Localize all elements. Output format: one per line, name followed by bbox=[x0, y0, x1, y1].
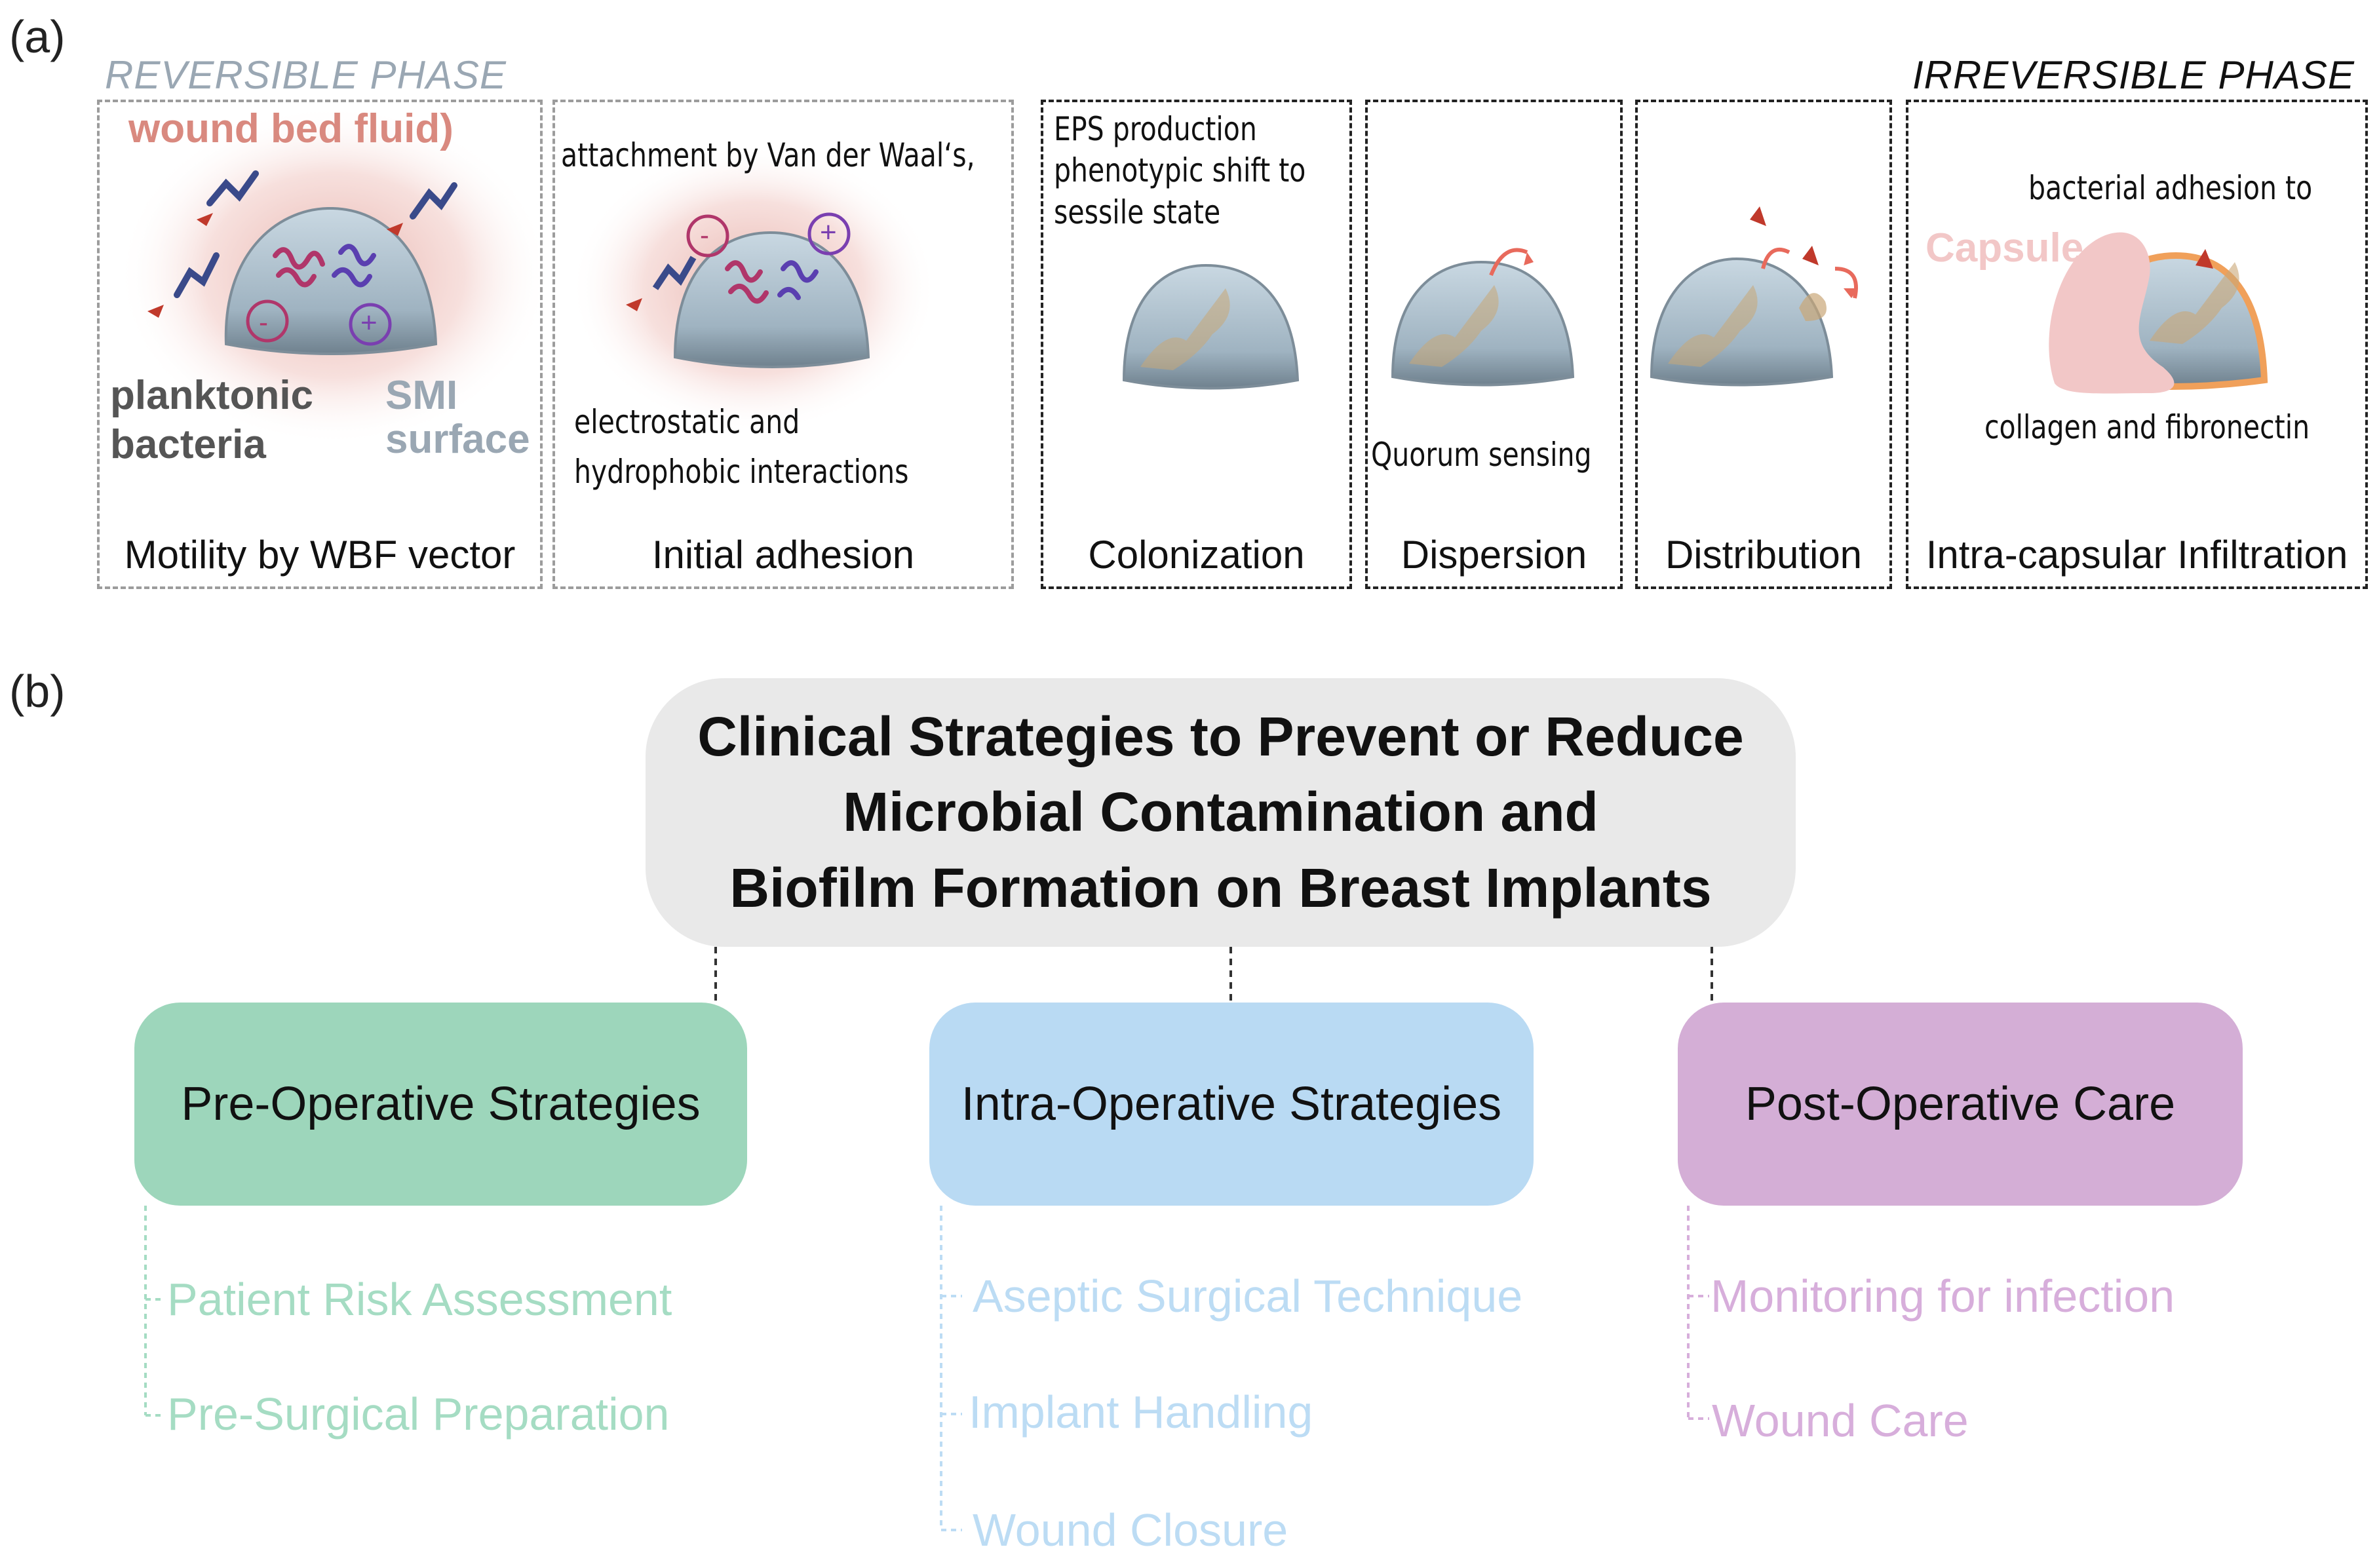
pre-item-2: Pre-Surgical Preparation bbox=[167, 1388, 670, 1440]
post-item-2: Wound Care bbox=[1712, 1395, 1969, 1446]
charge-plus-2 bbox=[807, 212, 851, 256]
capsule-shape bbox=[2049, 232, 2175, 394]
bacteria-cluster-1 bbox=[273, 244, 376, 288]
post-item-1: Monitoring for infection bbox=[1711, 1271, 2175, 1322]
quorum-label: Quorum sensing bbox=[1371, 436, 1592, 474]
stage-title: Dispersion bbox=[1401, 533, 1587, 577]
pre-operative-label: Pre-Operative Strategies bbox=[181, 1078, 701, 1130]
plus-sign: + bbox=[820, 216, 837, 248]
wound-bed-fluid-label: wound bed fluid) bbox=[128, 106, 454, 151]
charge-minus-2 bbox=[686, 214, 729, 258]
stage-dispersion: Dispersion bbox=[1365, 100, 1623, 589]
implant-dome-4 bbox=[1391, 248, 1575, 387]
minus-sign: - bbox=[700, 220, 709, 250]
collagen-label: collagen and fibronectin bbox=[1984, 408, 2310, 446]
intra-operative-box: Intra-Operative Strategies bbox=[929, 1003, 1534, 1206]
stage-title: Motility by WBF vector bbox=[124, 533, 516, 577]
eps-line-1: EPS production bbox=[1054, 110, 1257, 148]
eps-line-3: sessile state bbox=[1054, 193, 1221, 231]
planktonic-label: planktonic bbox=[110, 373, 314, 418]
stage-title: Colonization bbox=[1088, 533, 1305, 577]
attachment-label: attachment by Van der Waal‘s, bbox=[561, 136, 975, 174]
pre-operative-box: Pre-Operative Strategies bbox=[134, 1003, 747, 1206]
stage-title: Initial adhesion bbox=[651, 533, 915, 577]
implant-dome-2 bbox=[673, 231, 870, 368]
bacterial-adhesion-label: bacterial adhesion to bbox=[2028, 169, 2313, 207]
implant-dome-1 bbox=[224, 206, 438, 355]
surface-label: surface bbox=[385, 417, 530, 462]
irreversible-phase-label: IRREVERSIBLE PHASE bbox=[1912, 53, 2355, 97]
bacteria-label: bacteria bbox=[110, 422, 266, 467]
panel-b-label: (b) bbox=[9, 666, 66, 717]
post-operative-box: Post-Operative Care bbox=[1678, 1003, 2243, 1206]
capsule-label: Capsule bbox=[1925, 225, 2084, 271]
intra-item-2: Implant Handling bbox=[969, 1386, 1313, 1438]
central-title-box: Clinical Strategies to Prevent or Reduce… bbox=[646, 678, 1796, 947]
minus-sign: - bbox=[259, 307, 268, 337]
stage-colonization: Colonization bbox=[1041, 100, 1352, 589]
intra-item-3: Wound Closure bbox=[973, 1504, 1288, 1556]
stage-title: Intra-capsular Infiltration bbox=[1925, 533, 2348, 577]
implant-dome-5 bbox=[1650, 206, 1858, 387]
bacteria-cluster-2 bbox=[725, 260, 819, 304]
hydrophobic-label: hydrophobic interactions bbox=[574, 453, 909, 491]
title-line-1: Clinical Strategies to Prevent or Reduce bbox=[697, 706, 1744, 768]
charge-plus-1 bbox=[349, 303, 392, 346]
stage-title: Distribution bbox=[1665, 533, 1863, 577]
capsule-bacterium bbox=[2195, 249, 2213, 269]
eps-line-2: phenotypic shift to bbox=[1054, 151, 1306, 189]
planktonic-bacteria bbox=[147, 170, 457, 318]
intra-operative-label: Intra-Operative Strategies bbox=[961, 1078, 1502, 1130]
intra-item-1: Aseptic Surgical Technique bbox=[973, 1271, 1523, 1322]
title-line-3: Biofilm Formation on Breast Implants bbox=[729, 856, 1712, 919]
stage-distribution: Distribution bbox=[1635, 100, 1892, 589]
plus-sign: + bbox=[360, 307, 377, 339]
approaching-bacteria bbox=[626, 256, 697, 311]
stage-intracapsular: Intra-capsular Infiltration bbox=[1906, 100, 2368, 589]
title-line-2: Microbial Contamination and bbox=[843, 781, 1598, 843]
post-operative-label: Post-Operative Care bbox=[1745, 1078, 2176, 1130]
charge-minus-1 bbox=[246, 299, 289, 343]
stage-initial-adhesion: Initial adhesion bbox=[552, 100, 1014, 589]
implant-dome-3 bbox=[1122, 263, 1300, 390]
reversible-phase-label: REVERSIBLE PHASE bbox=[105, 53, 507, 97]
electrostatic-label: electrostatic and bbox=[574, 403, 800, 441]
stage-motility: Motility by WBF vector bbox=[97, 100, 543, 589]
panel-a-label: (a) bbox=[9, 11, 66, 62]
pre-item-1: Patient Risk Assessment bbox=[167, 1274, 672, 1325]
smi-label: SMI bbox=[385, 373, 458, 418]
